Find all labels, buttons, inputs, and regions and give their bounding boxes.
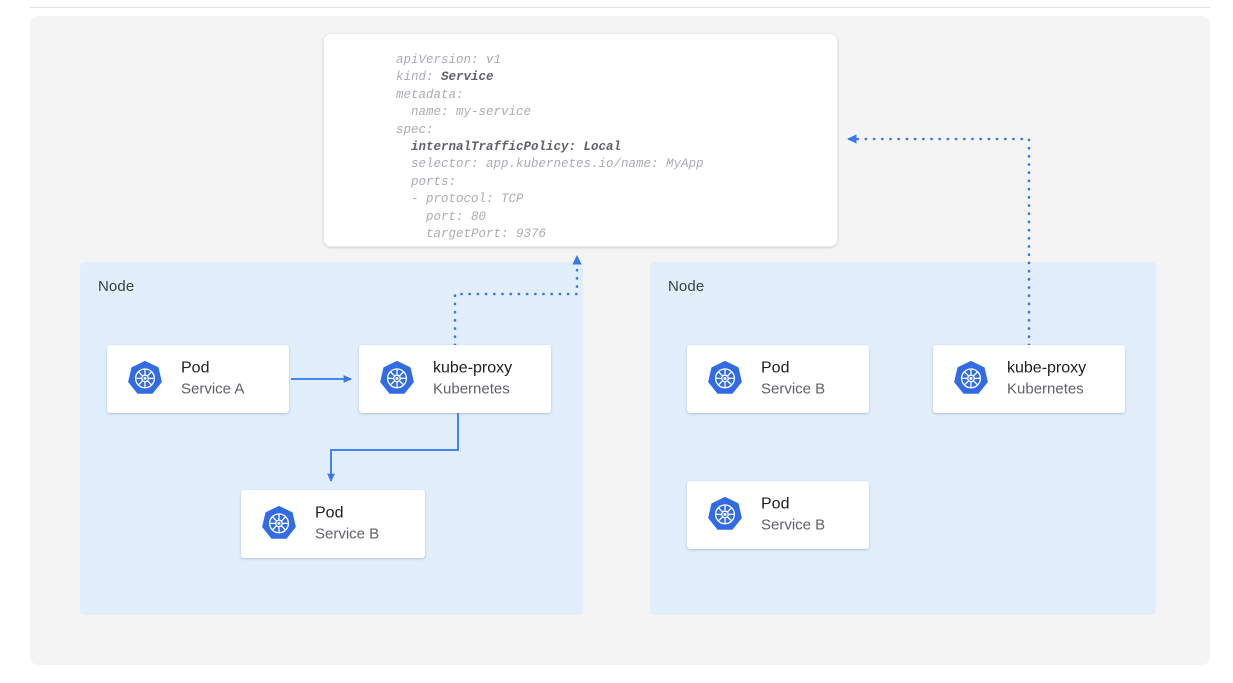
component-card-kube-proxy-right[interactable]: kube-proxy Kubernetes xyxy=(933,345,1125,413)
component-text: kube-proxy Kubernetes xyxy=(1007,359,1086,400)
node-panel-left: Node xyxy=(80,262,583,615)
component-text: Pod Service B xyxy=(761,495,825,536)
node-label: Node xyxy=(98,278,135,295)
component-title: Pod xyxy=(181,359,210,377)
component-text: Pod Service A xyxy=(181,359,244,400)
node-panel-right: Node xyxy=(650,262,1156,615)
component-card-pod-b-left[interactable]: Pod Service B xyxy=(241,490,425,558)
component-subtitle: Service B xyxy=(315,525,380,543)
component-subtitle: Service A xyxy=(181,380,245,398)
component-title: kube-proxy xyxy=(1007,359,1087,377)
component-card-kube-proxy-left[interactable]: kube-proxy Kubernetes xyxy=(359,345,551,413)
component-title: kube-proxy xyxy=(433,359,513,377)
component-subtitle: Service B xyxy=(761,516,826,534)
node-label: Node xyxy=(668,278,705,295)
top-divider xyxy=(30,7,1210,8)
component-title: Pod xyxy=(315,504,344,522)
component-text: Pod Service B xyxy=(315,504,379,545)
kubernetes-icon xyxy=(708,360,742,394)
service-yaml-code: apiVersion: v1 kind: Service metadata: n… xyxy=(396,53,704,242)
component-card-pod-b-right-bottom[interactable]: Pod Service B xyxy=(687,481,869,549)
component-card-pod-a[interactable]: Pod Service A xyxy=(107,345,289,413)
component-text: kube-proxy Kubernetes xyxy=(433,359,512,400)
component-subtitle: Kubernetes xyxy=(1007,380,1084,398)
component-card-pod-b-right-top[interactable]: Pod Service B xyxy=(687,345,869,413)
kubernetes-icon xyxy=(262,505,296,539)
component-title: Pod xyxy=(761,359,790,377)
kubernetes-icon xyxy=(380,360,414,394)
component-text: Pod Service B xyxy=(761,359,825,400)
component-subtitle: Service B xyxy=(761,380,826,398)
kubernetes-icon xyxy=(954,360,988,394)
component-title: Pod xyxy=(761,495,790,513)
kubernetes-icon xyxy=(708,496,742,530)
kubernetes-icon xyxy=(128,360,162,394)
component-subtitle: Kubernetes xyxy=(433,380,510,398)
service-manifest-card: apiVersion: v1 kind: Service metadata: n… xyxy=(323,33,838,247)
